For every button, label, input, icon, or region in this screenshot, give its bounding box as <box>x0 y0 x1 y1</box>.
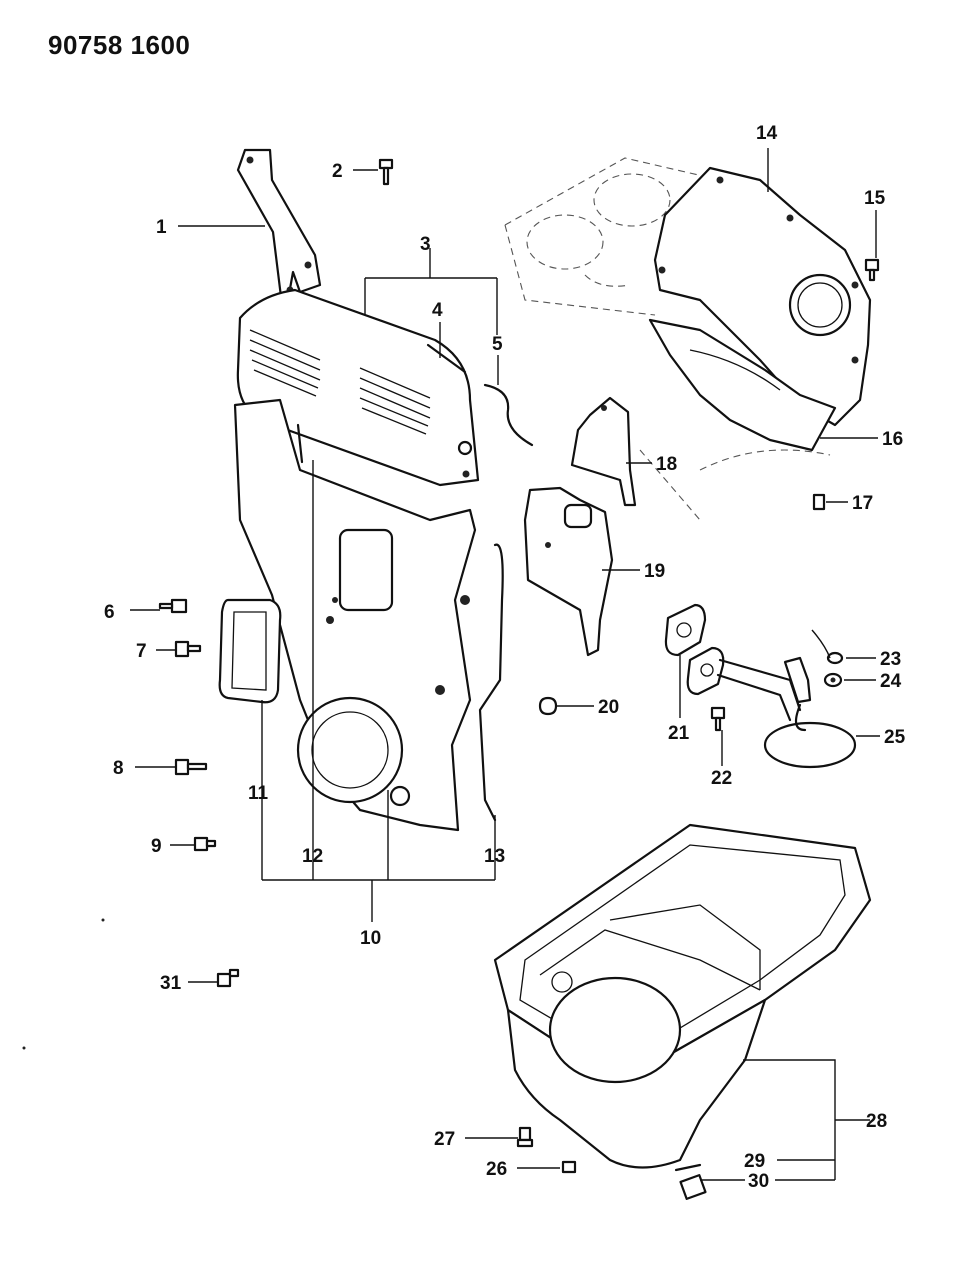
part-8-bolt <box>174 758 208 776</box>
part-31-bolt <box>216 968 240 988</box>
callout-26: 26 <box>486 1159 507 1180</box>
callout-10: 10 <box>360 928 381 949</box>
callout-23: 23 <box>880 649 901 670</box>
part-28-oil-pan <box>493 823 872 1169</box>
callout-20: 20 <box>598 697 619 718</box>
part-13-rubber-seal <box>478 543 504 822</box>
callout-2: 2 <box>332 161 343 182</box>
callout-31: 31 <box>160 973 182 994</box>
part-21-gasket <box>664 603 707 657</box>
callout-28: 28 <box>866 1111 887 1132</box>
callout-11: 11 <box>248 783 269 804</box>
part-18-bracket <box>570 396 637 507</box>
part-27-bolt <box>516 1126 534 1148</box>
part-11-gasket <box>218 598 282 704</box>
part-10-lower-timing-cover <box>233 398 477 832</box>
part-22-bolt <box>710 706 726 732</box>
callout-25: 25 <box>884 727 906 748</box>
part-17-bolt <box>812 493 826 511</box>
callout-7: 7 <box>136 641 147 662</box>
callout-5: 5 <box>492 334 503 355</box>
part-6-bolt <box>158 598 188 614</box>
part-14-rear-plate <box>653 166 872 427</box>
part-3-upper-timing-cover <box>236 288 480 487</box>
callout-9: 9 <box>151 836 162 857</box>
callout-1: 1 <box>156 217 167 238</box>
callout-30: 30 <box>748 1171 769 1192</box>
callout-6: 6 <box>104 602 115 623</box>
callout-4: 4 <box>432 300 443 321</box>
callout-3: 3 <box>420 234 431 255</box>
part-25-oil-strainer <box>686 646 857 769</box>
callout-17: 17 <box>852 493 873 514</box>
diagram-reference-number: 90758 1600 <box>48 30 191 60</box>
callout-16: 16 <box>882 429 903 450</box>
part-16-housing-cover <box>648 318 837 452</box>
callout-8: 8 <box>113 758 124 779</box>
part-19-cover <box>523 486 614 657</box>
part-1-bracket <box>236 148 322 307</box>
callout-18: 18 <box>656 454 677 475</box>
leader-lines <box>130 148 880 1181</box>
callout-29: 29 <box>744 1151 765 1172</box>
part-12-rubber-seal <box>296 423 304 464</box>
part-5-seal <box>483 383 534 447</box>
part-20-plug <box>538 696 558 716</box>
callout-19: 19 <box>644 561 665 582</box>
part-7-bolt <box>174 640 202 658</box>
callout-21: 21 <box>668 723 690 744</box>
callout-labels: 1 2 3 4 5 6 7 8 9 10 11 12 13 14 15 16 1… <box>104 123 906 1192</box>
callout-15: 15 <box>864 188 886 209</box>
part-15-bolt <box>864 258 880 282</box>
part-26-bolt <box>561 1160 577 1174</box>
part-30-drain-plug <box>679 1174 707 1200</box>
part-4-seal <box>426 343 467 374</box>
callout-24: 24 <box>880 671 902 692</box>
callout-13: 13 <box>484 846 505 867</box>
part-9-bolt <box>193 836 217 852</box>
callout-14: 14 <box>756 123 778 144</box>
part-24-nut <box>823 672 843 688</box>
speck <box>22 1046 26 1050</box>
part-23-washer <box>826 651 844 665</box>
speck <box>101 918 105 922</box>
callout-22: 22 <box>711 768 732 789</box>
part-29-drain-gasket <box>674 1163 702 1172</box>
part-2-bolt <box>378 158 394 186</box>
callout-12: 12 <box>302 846 323 867</box>
callout-27: 27 <box>434 1129 455 1150</box>
